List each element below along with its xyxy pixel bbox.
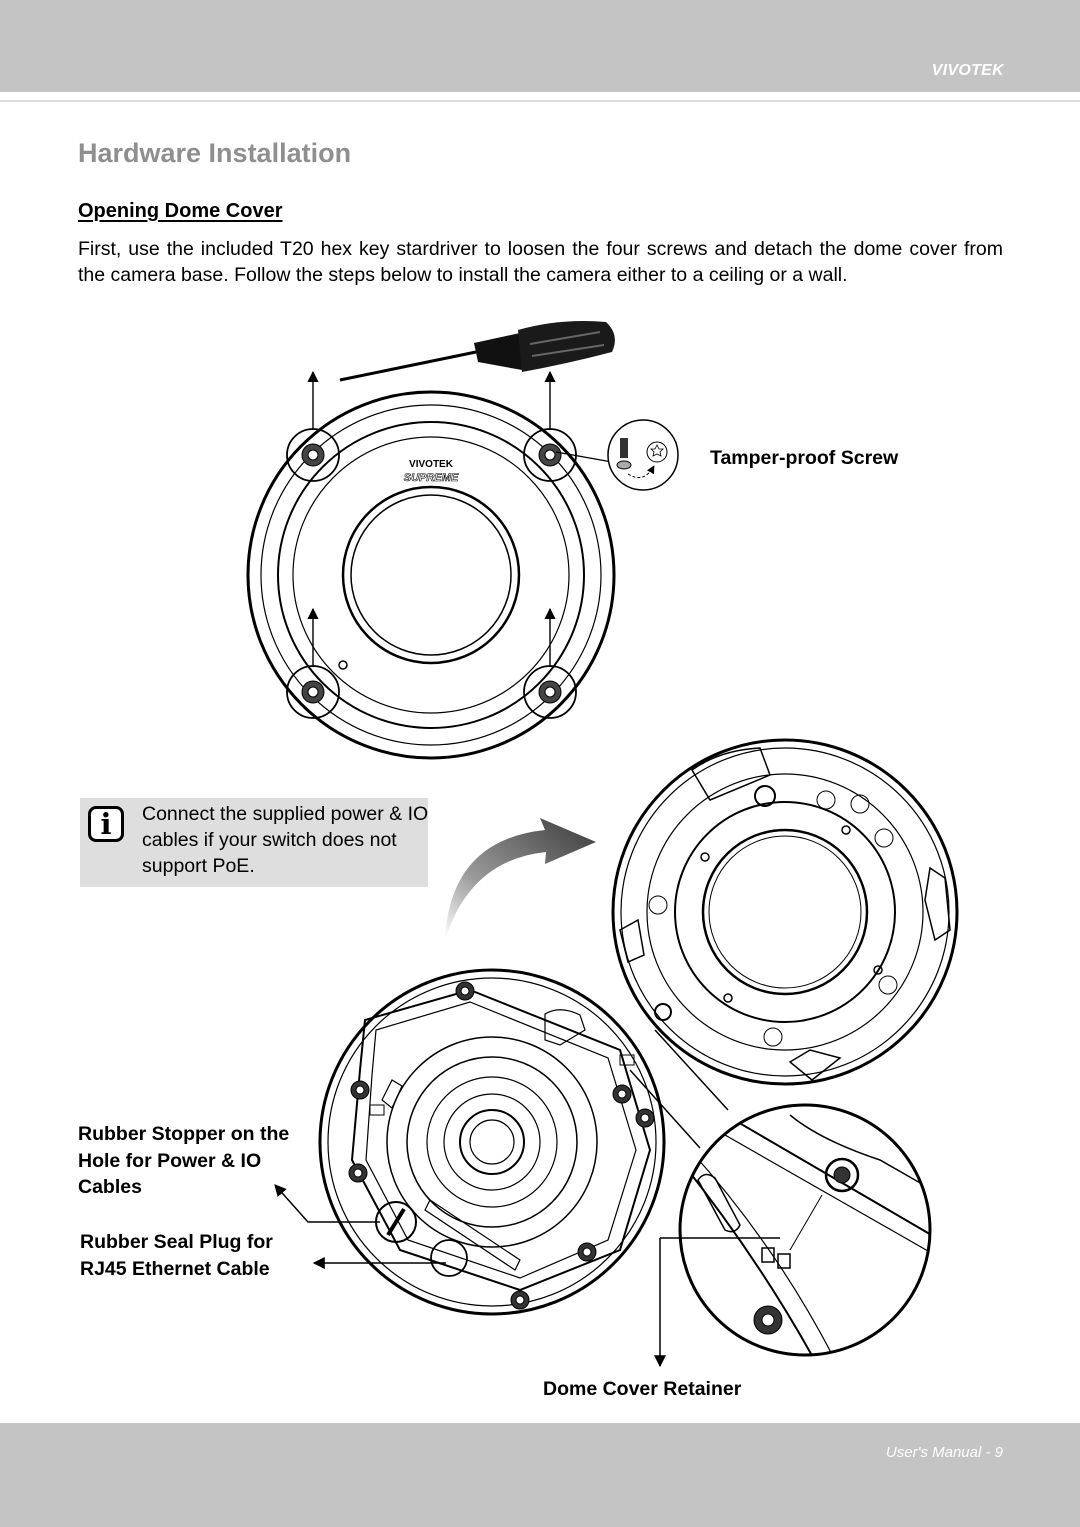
- note-text: Connect the supplied power & IO cables i…: [142, 803, 429, 877]
- tamper-screw-label: Tamper-proof Screw: [710, 447, 899, 469]
- camera-body: [318, 968, 666, 1316]
- intro-paragraph: First, use the included T20 hex key star…: [78, 238, 1003, 286]
- curved-arrow-icon: [445, 818, 596, 940]
- retainer-zoom-detail: [629, 1029, 932, 1368]
- screws: [301, 443, 562, 704]
- dome-cover: [246, 390, 616, 760]
- tamper-screw-detail: [555, 419, 679, 491]
- dome-retainer-label: Dome Cover Retainer: [543, 1378, 742, 1400]
- page-title: Hardware Installation: [78, 138, 352, 168]
- screw-arrows: [307, 370, 556, 667]
- header-divider: [0, 100, 1080, 102]
- camera-body-screws: [348, 981, 655, 1310]
- note-box: i Connect the supplied power & IO cables…: [80, 798, 428, 887]
- brand-logo: VIVOTEK: [931, 62, 1004, 79]
- page-number: User's Manual - 9: [885, 1444, 1003, 1461]
- section-heading: Opening Dome Cover: [78, 200, 283, 222]
- info-icon: i: [88, 806, 124, 842]
- label-leaders: [274, 1184, 446, 1269]
- installation-figure: VIVOTEK SUPREME: [246, 321, 959, 1368]
- header-bar: [0, 0, 1080, 92]
- dome-model: SUPREME: [404, 472, 459, 484]
- camera-base: [611, 738, 959, 1086]
- rubber-seal-label: Rubber Seal Plug for RJ45 Ethernet Cable: [80, 1231, 273, 1280]
- screwdriver-icon: [339, 321, 615, 382]
- rubber-stopper-label: Rubber Stopper on the Hole for Power & I…: [78, 1123, 290, 1198]
- dome-logo: VIVOTEK: [409, 459, 454, 470]
- footer-bar: [0, 1423, 1080, 1527]
